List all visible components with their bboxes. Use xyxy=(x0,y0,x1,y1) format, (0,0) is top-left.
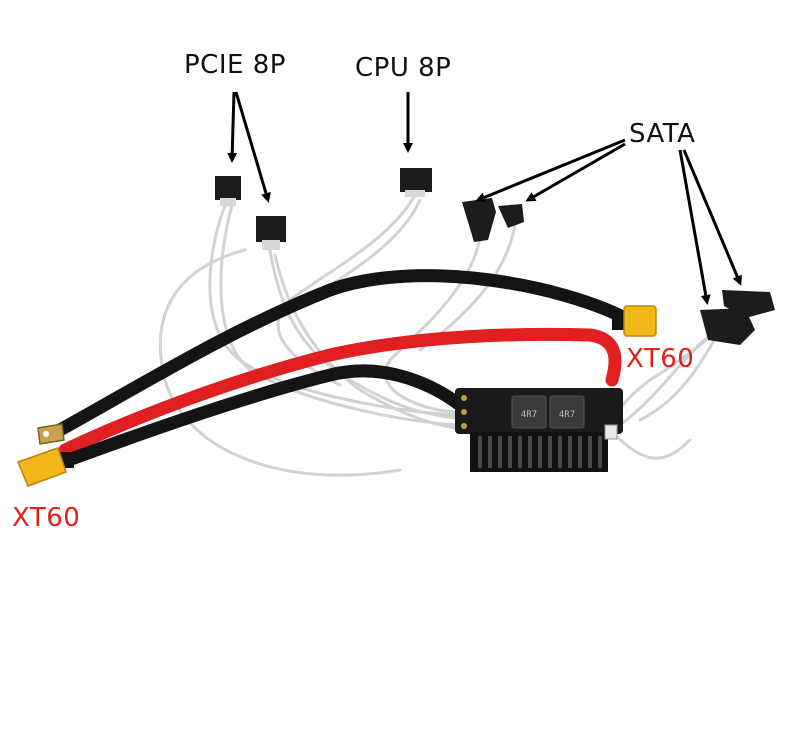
psu-board: 4R7 4R7 xyxy=(455,388,623,472)
arrow-icon xyxy=(475,138,626,202)
inductor-label-1: 4R7 xyxy=(521,410,537,420)
inductor-label-2: 4R7 xyxy=(559,410,575,420)
pcie-label: PCIE 8P xyxy=(184,50,286,80)
cpu-label: CPU 8P xyxy=(355,53,452,83)
sata-label: SATA xyxy=(629,119,696,149)
arrow-icon xyxy=(234,91,271,203)
xt60-right-connector xyxy=(612,305,657,337)
xt60-left-connector xyxy=(17,447,74,487)
arrow-icon xyxy=(227,91,238,163)
arrow-icon xyxy=(525,142,626,202)
xt60-right-label: XT60 xyxy=(626,344,695,374)
black-cable-top xyxy=(53,269,632,437)
sata-connector-1 xyxy=(462,198,496,242)
annotation-arrows xyxy=(227,91,742,305)
cpu-connector xyxy=(400,168,432,197)
red-cable xyxy=(58,327,622,457)
sata-connector-4 xyxy=(722,290,775,318)
arrow-icon xyxy=(678,149,711,305)
black-cable-lower xyxy=(48,364,467,472)
sata-connector-3 xyxy=(700,308,755,345)
pcie-connector-1 xyxy=(215,176,241,206)
xt60-left-label: XT60 xyxy=(12,503,81,533)
sata-connector-2 xyxy=(498,204,524,228)
ring-terminal xyxy=(37,423,65,445)
pcie-connector-2 xyxy=(256,216,286,250)
arrow-icon xyxy=(682,149,742,286)
